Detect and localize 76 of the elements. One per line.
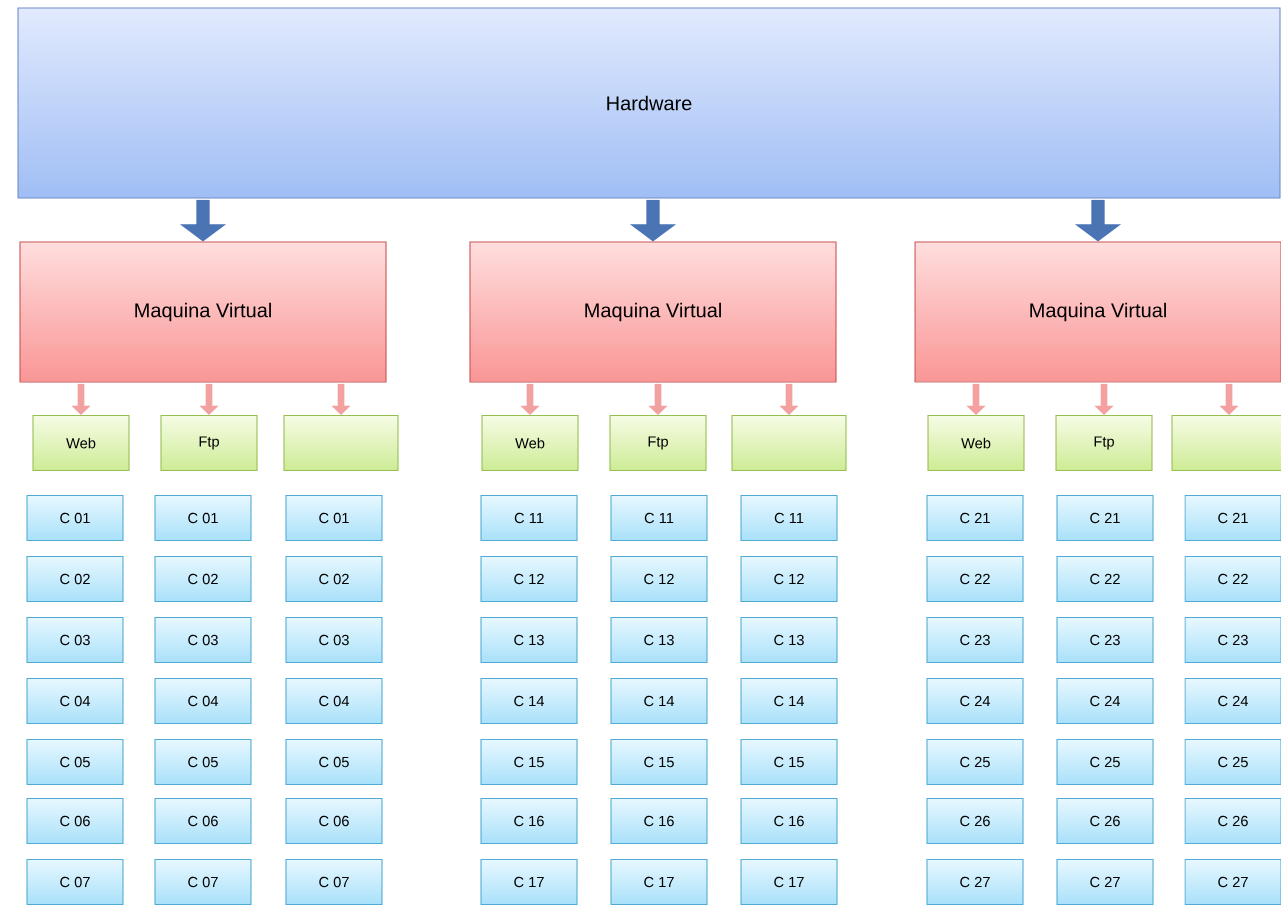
virtual-machine-box: Maquina Virtual (914, 241, 1281, 383)
service-box: Web (32, 414, 130, 472)
container-box: C 22 (1184, 555, 1281, 603)
container-box: C 26 (1056, 797, 1154, 845)
container-box: C 11 (610, 494, 708, 542)
container-box: C 07 (26, 858, 124, 906)
virtual-machine-box: Maquina Virtual (469, 241, 837, 383)
container-box: C 27 (1184, 858, 1281, 906)
container-box: C 11 (740, 494, 838, 542)
container-box: C 01 (26, 494, 124, 542)
container-box: C 26 (926, 797, 1024, 845)
container-box: C 02 (26, 555, 124, 603)
container-box: C 05 (285, 738, 383, 786)
container-box: C 14 (610, 677, 708, 725)
container-box: C 01 (154, 494, 252, 542)
container-box: C 12 (610, 555, 708, 603)
container-box: C 12 (480, 555, 578, 603)
container-box: C 02 (285, 555, 383, 603)
container-box: C 14 (740, 677, 838, 725)
container-box: C 16 (740, 797, 838, 845)
container-box: C 24 (1184, 677, 1281, 725)
container-box: C 23 (1056, 616, 1154, 664)
container-box: C 21 (926, 494, 1024, 542)
container-box: C 06 (154, 797, 252, 845)
container-box: C 11 (480, 494, 578, 542)
container-box: C 15 (610, 738, 708, 786)
container-box: C 03 (285, 616, 383, 664)
container-box: C 25 (1184, 738, 1281, 786)
container-box: C 27 (926, 858, 1024, 906)
container-box: C 24 (926, 677, 1024, 725)
service-box (1171, 414, 1281, 472)
container-box: C 21 (1056, 494, 1154, 542)
container-box: C 13 (610, 616, 708, 664)
container-box: C 17 (610, 858, 708, 906)
service-box: Ftp (609, 414, 707, 472)
container-box: C 05 (154, 738, 252, 786)
service-box: Ftp (160, 414, 258, 472)
container-box: C 07 (154, 858, 252, 906)
container-box: C 07 (285, 858, 383, 906)
service-box (731, 414, 847, 472)
container-box: C 17 (480, 858, 578, 906)
container-box: C 04 (26, 677, 124, 725)
container-box: C 26 (1184, 797, 1281, 845)
service-box (283, 414, 399, 472)
container-box: C 05 (26, 738, 124, 786)
container-box: C 03 (154, 616, 252, 664)
container-box: C 04 (154, 677, 252, 725)
service-box: Ftp (1055, 414, 1153, 472)
container-box: C 03 (26, 616, 124, 664)
container-box: C 22 (1056, 555, 1154, 603)
container-box: C 27 (1056, 858, 1154, 906)
container-box: C 01 (285, 494, 383, 542)
container-box: C 04 (285, 677, 383, 725)
service-box: Web (481, 414, 579, 472)
container-box: C 13 (740, 616, 838, 664)
container-box: C 22 (926, 555, 1024, 603)
container-box: C 15 (740, 738, 838, 786)
hardware-box: Hardware (17, 7, 1281, 199)
container-box: C 13 (480, 616, 578, 664)
container-box: C 23 (1184, 616, 1281, 664)
container-box: C 15 (480, 738, 578, 786)
container-box: C 25 (1056, 738, 1154, 786)
container-box: C 14 (480, 677, 578, 725)
container-box: C 02 (154, 555, 252, 603)
container-box: C 24 (1056, 677, 1154, 725)
container-box: C 06 (285, 797, 383, 845)
container-box: C 16 (480, 797, 578, 845)
container-box: C 25 (926, 738, 1024, 786)
container-box: C 21 (1184, 494, 1281, 542)
container-box: C 12 (740, 555, 838, 603)
container-box: C 16 (610, 797, 708, 845)
virtual-machine-box: Maquina Virtual (19, 241, 387, 383)
container-box: C 23 (926, 616, 1024, 664)
container-box: C 06 (26, 797, 124, 845)
service-box: Web (927, 414, 1025, 472)
container-box: C 17 (740, 858, 838, 906)
